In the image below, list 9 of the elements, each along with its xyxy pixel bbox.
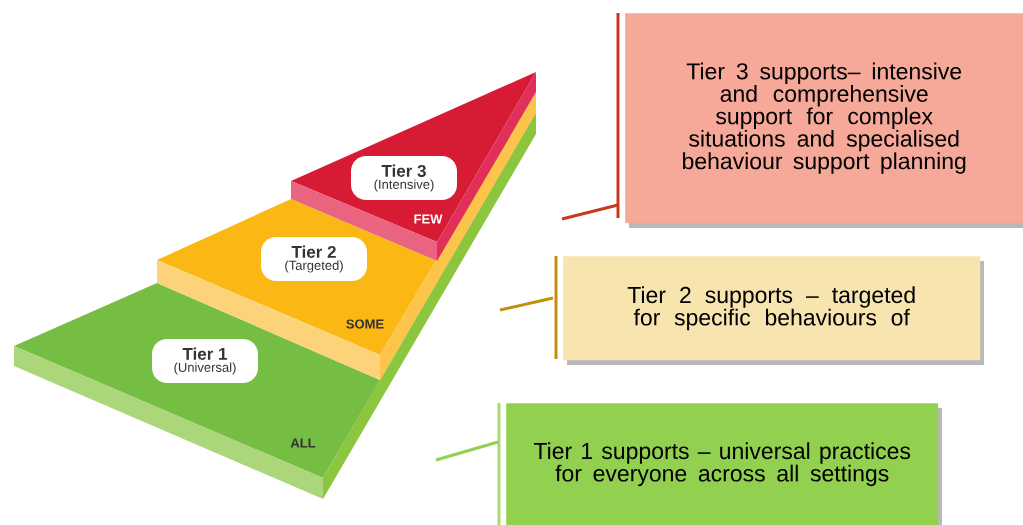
callout-box: Tier 1 supports – universal practices for everyone across all settings [497,403,942,525]
label-pill: Tier 1 (Universal) [152,339,258,383]
callout-box: Tier 3 supports– intensive and comprehensive support for complex situations and specialised behaviour support planning [616,13,1023,228]
leader-line [499,296,554,312]
label-pill: Tier 3 (Intensive) [351,156,457,200]
label-pill: Tier 2 (Targeted) [261,237,367,281]
leader-line [561,203,619,221]
callout-box: Tier 2 supports – targeted for specific behaviours of [554,256,984,365]
leader-line [435,440,499,462]
